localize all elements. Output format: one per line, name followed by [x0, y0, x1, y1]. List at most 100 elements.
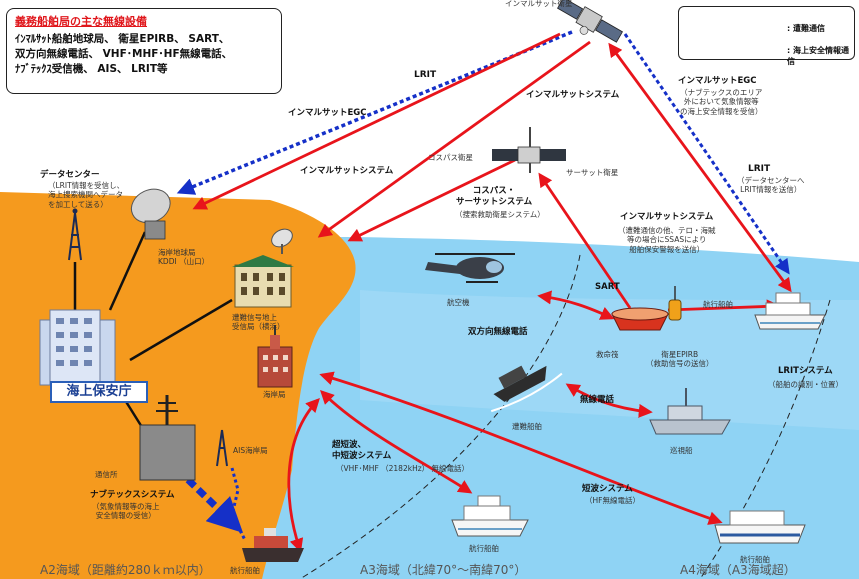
ship-a4-icon: [714, 510, 806, 544]
aircraft-link: [537, 290, 615, 320]
ship-a3-icon: [451, 495, 529, 537]
distressed-ship-icon: [490, 365, 563, 413]
hf-desc: （HF無線電話）: [585, 496, 640, 505]
zone-a4-label: A4海域（A3海域超）: [680, 563, 796, 577]
navtex-desc-2: 安全情報の受信）: [95, 511, 156, 521]
distress-signal-station-label: 遭難信号地上 受信局（横浜）: [232, 313, 285, 332]
inmarsat-satellite-icon: [557, 0, 623, 43]
egc-right-desc-2: 外において気象情報等: [683, 97, 759, 107]
coast-guard-label: 海上保安庁: [50, 381, 148, 403]
patrol-ship-icon: [649, 388, 731, 435]
lifeboat-label: 救命筏: [596, 350, 619, 359]
navtex-desc: （気象情報等の海上 安全情報の受信）: [92, 502, 160, 521]
inmarsat-system-mid-line: [347, 158, 516, 242]
hf-system-label: 短波システム: [582, 484, 633, 494]
legend-msi-label: : 海上安全情報通信: [787, 46, 849, 66]
coast-earth-station-label: 海岸地球局 KDDI （山口）: [158, 248, 209, 267]
radio-tower-icon: [68, 208, 82, 261]
inmarsat-satellite-label: インマルサット衛星: [505, 0, 573, 8]
comm-station-label: 通信所: [95, 470, 118, 479]
lrit-top-label: LRIT: [414, 70, 437, 80]
vhf-curve: [287, 397, 320, 553]
zone-boundary-a3-a4: [699, 299, 831, 579]
epirb-line-2: （救助信号の送信）: [646, 359, 714, 369]
helicopter-icon: [425, 253, 515, 283]
vhf-system-line-1: 超短波、: [332, 440, 367, 450]
cospas-satellite-label: コスパス衛星: [428, 153, 473, 162]
ship-a2-icon: [242, 528, 304, 562]
navigating-ship-a3-label: 航行船舶: [469, 544, 499, 553]
equipment-line-2: 双方向無線電話、 VHF･MHF･HF無線電話、: [15, 48, 233, 61]
legend-distress-label: : 遭難通信: [787, 24, 825, 33]
zone-a3-label: A3海域（北緯70°～南緯70°）: [360, 563, 527, 577]
cospas-sarsat-line: [538, 172, 632, 309]
dish-antenna-icon: [130, 188, 171, 240]
navtex-system-label: ナブテックスシステム: [90, 490, 175, 500]
epirb-line-1: 衛星EPIRB: [661, 350, 699, 359]
inmarsat-egc-left-label: インマルサットEGC: [288, 108, 367, 118]
inmarsat-system-top-label: インマルサットシステム: [526, 90, 620, 100]
ais-station-label: AIS海岸局: [233, 446, 268, 455]
vhf-system-label: 超短波、 中短波システム: [332, 440, 391, 461]
inmarsat-egc-right-desc: （ナブテックスのエリア 外において気象情報等 の海上安全情報を受信）: [680, 88, 763, 116]
comm-station-building-icon: [139, 395, 196, 481]
lrit-right-desc-2: LRIT情報を送信）: [740, 185, 802, 195]
zone-a2-label: A2海域（距離約280ｋｍ以内）: [40, 563, 211, 577]
ship-top-right-icon: [754, 292, 826, 330]
coast-station-building-icon: [257, 325, 293, 388]
equipment-line-1: ｲﾝﾏﾙｻｯﾄ船舶地球局、 衛星EPIRB、 SART、: [15, 33, 230, 45]
inmarsat-right-desc-3: 船舶保安警報を送信）: [629, 244, 705, 254]
data-center-desc-1: （LRIT情報を受信し、: [48, 181, 125, 190]
lrit-right-desc: （データセンターへ LRIT情報を送信）: [737, 176, 805, 195]
lifeboat-icon: [611, 307, 669, 331]
two-way-radio-label: 双方向無線電話: [468, 327, 528, 337]
lrit-system-label: LRITシステム: [778, 366, 833, 376]
equipment-line-3: ﾅﾌﾞﾃｯｸｽ受信機、 AIS、 LRIT等: [15, 63, 168, 76]
sarsat-satellite-label: サーサット衛星: [566, 168, 619, 177]
data-center-label: データセンター: [40, 170, 100, 180]
small-dish-icon: [271, 228, 293, 254]
vhf-desc: （VHF･MHF （2182kHz） 無線電話）: [336, 464, 470, 473]
navigating-ship-a4-label: 航行船舶: [740, 555, 770, 564]
sart-label: SART: [595, 282, 620, 292]
data-center-desc-2: 海上捜索機関へデータ: [48, 190, 123, 200]
egc-right-desc-1: （ナブテックスのエリア: [680, 88, 763, 97]
aircraft-label: 航空機: [447, 298, 470, 307]
radiotelephone-label: 無線電話: [580, 395, 615, 405]
data-center-desc: （LRIT情報を受信し、 海上捜索機関へデータ を加工して送る）: [48, 181, 124, 209]
distress-station-building-icon: [232, 255, 294, 308]
cospas-sarsat-desc: （捜索救助衛星システム）: [455, 210, 545, 219]
lrit-right-label: LRIT: [748, 164, 771, 174]
inmarsat-system-right-desc: （遭難通信の他、テロ・海賊 等の場合にSSASにより 船舶保安警報を送信）: [618, 226, 716, 254]
distress-station-line-1: 遭難信号地上: [232, 313, 277, 322]
navigating-ship-top-label: 航行船舶: [703, 300, 733, 309]
coast-earth-station-line-1: 海岸地球局: [158, 248, 196, 257]
cospas-sarsat-line-1: コスパス・: [472, 186, 516, 196]
navigating-ship-a2-label: 航行船舶: [230, 566, 260, 575]
distressed-ship-label: 遭難船舶: [512, 422, 542, 431]
cospas-sarsat-label: コスパス・ サーサットシステム: [456, 186, 532, 207]
coast-earth-station-line-2: KDDI （山口）: [158, 257, 210, 267]
coast-station-label: 海岸局: [263, 390, 286, 399]
lrit-top-line: [192, 32, 561, 210]
equipment-box: 義務船舶局の主な無線設備 ｲﾝﾏﾙｻｯﾄ船舶地球局、 衛星EPIRB、 SART…: [6, 8, 282, 94]
patrol-ship-label: 巡視船: [670, 446, 693, 455]
distress-station-line-2: 受信局（横浜）: [232, 322, 285, 332]
inmarsat-system-mid-label: インマルサットシステム: [300, 166, 394, 176]
inmarsat-right-desc-1: （遭難通信の他、テロ・海賊: [618, 226, 716, 235]
inmarsat-system-right-label: インマルサットシステム: [620, 212, 714, 222]
data-center-desc-3: を加工して送る）: [48, 199, 108, 209]
cospas-sarsat-line-2: サーサットシステム: [456, 196, 533, 207]
inmarsat-egc-right-label: インマルサットEGC: [678, 76, 757, 86]
equipment-box-title: 義務船舶局の主な無線設備: [15, 15, 147, 28]
lrit-right-desc-1: （データセンターへ: [737, 176, 805, 185]
navtex-desc-1: （気象情報等の海上: [92, 502, 160, 511]
egc-right-desc-3: の海上安全情報を受信）: [680, 106, 763, 116]
epirb-icon: [668, 286, 682, 321]
hf-line: [319, 371, 723, 525]
epirb-label: 衛星EPIRB （救助信号の送信）: [646, 350, 714, 369]
legend-box: : 遭難通信 : 海上安全情報通信: [678, 6, 855, 66]
inmarsat-right-desc-2: 等の場合にSSASにより: [627, 235, 707, 245]
